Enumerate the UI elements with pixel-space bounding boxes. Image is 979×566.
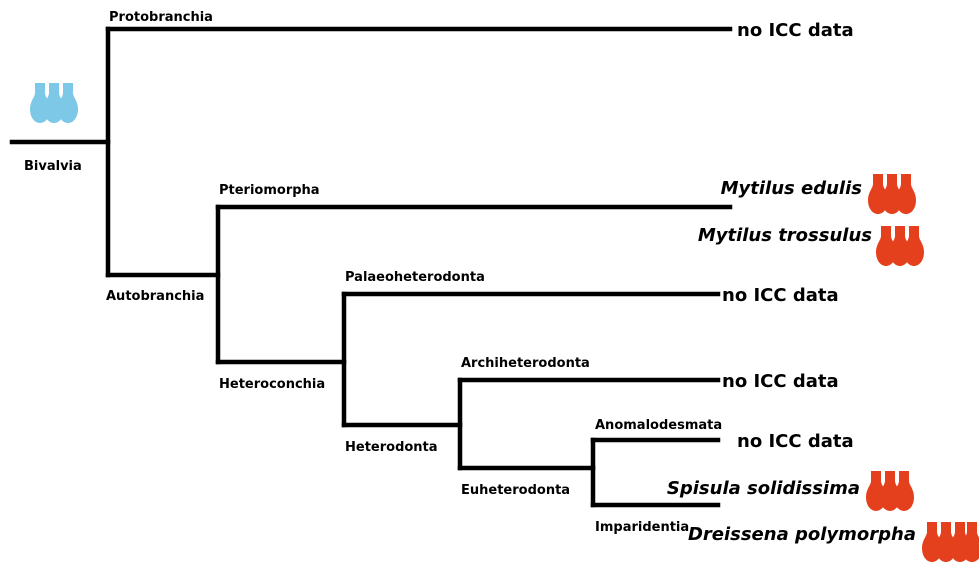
clade-label-imparidentia: Imparidentia	[595, 520, 689, 535]
tip-label-archiheterodonta: no ICC data	[722, 371, 839, 392]
tree-branches	[9, 26, 733, 508]
vase-cluster-icon-mytilus-trossulus	[876, 226, 924, 266]
vase-cluster-icon-bivalvia	[30, 83, 78, 123]
clade-label-anomalodesmata: Anomalodesmata	[595, 418, 722, 433]
clade-labels: Protobranchia Bivalvia Pteriomorpha Auto…	[24, 10, 722, 535]
vase-cluster-icon-mytilus-edulis	[868, 174, 916, 214]
clade-label-palaeoheterodonta: Palaeoheterodonta	[345, 270, 485, 285]
clade-label-heteroconchia: Heteroconchia	[219, 377, 325, 392]
clade-label-pteriomorpha: Pteriomorpha	[219, 183, 320, 198]
vase-cluster-icon-spisula-solidissima	[866, 471, 914, 511]
vase-cluster-icon-dreissena-polymorpha	[922, 522, 979, 562]
clade-label-bivalvia: Bivalvia	[24, 159, 82, 174]
tip-label-dreissena-polymorpha: Dreissena polymorpha	[688, 524, 916, 545]
clade-label-protobranchia: Protobranchia	[109, 10, 213, 25]
clade-label-euheterodonta: Euheterodonta	[461, 483, 570, 498]
tip-label-anomalodesmata: no ICC data	[737, 431, 854, 452]
tip-label-mytilus-edulis: Mytilus edulis	[721, 178, 863, 199]
tip-labels: no ICC data Mytilus edulis Mytilus tross…	[667, 20, 916, 545]
tip-label-mytilus-trossulus: Mytilus trossulus	[698, 225, 872, 246]
tip-label-palaeoheterodonta: no ICC data	[722, 285, 839, 306]
clade-label-autobranchia: Autobranchia	[106, 289, 204, 304]
clade-label-archiheterodonta: Archiheterodonta	[461, 356, 590, 371]
tip-label-protobranchia: no ICC data	[737, 20, 854, 41]
clade-label-heterodonta: Heterodonta	[345, 440, 438, 455]
tip-label-spisula-solidissima: Spisula solidissima	[667, 478, 860, 499]
